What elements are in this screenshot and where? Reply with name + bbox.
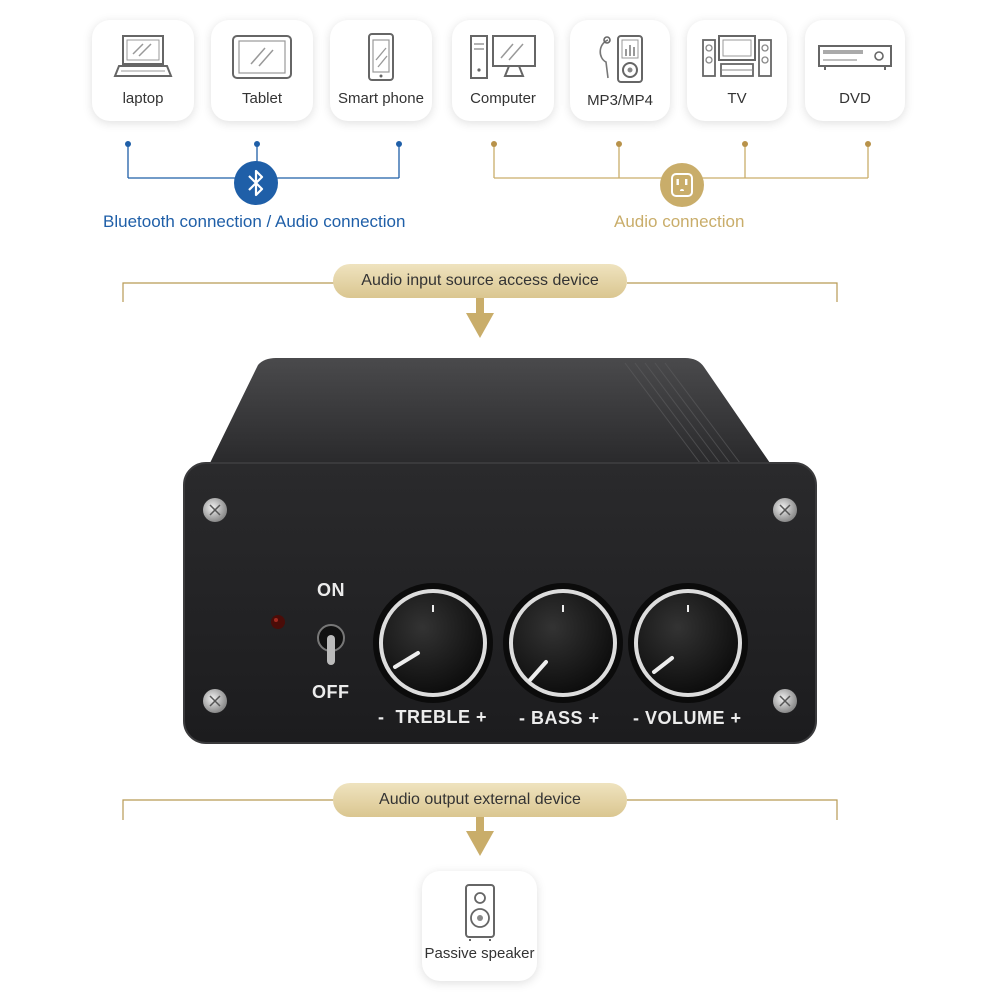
treble-label: - TREBLE + bbox=[378, 707, 488, 727]
speaker-icon bbox=[464, 884, 495, 941]
device-card-smartphone: Smart phone bbox=[330, 20, 432, 121]
device-label: DVD bbox=[839, 90, 871, 107]
device-card-tv: TV bbox=[687, 20, 787, 121]
device-label: TV bbox=[727, 90, 747, 107]
device-card-computer: Computer bbox=[452, 20, 554, 121]
knob-treble bbox=[373, 583, 493, 703]
laptop-icon bbox=[113, 35, 173, 77]
smartphone-icon bbox=[368, 33, 394, 81]
device-label: laptop bbox=[122, 90, 164, 107]
device-card-speaker: Passive speaker bbox=[422, 871, 537, 981]
bluetooth-caption: Bluetooth connection / Audio connection bbox=[103, 212, 406, 231]
switch-on-label: ON bbox=[317, 580, 345, 600]
device-label: Tablet bbox=[241, 90, 283, 107]
switch-off-label: OFF bbox=[312, 682, 350, 702]
tv-icon bbox=[702, 35, 772, 77]
output-connector bbox=[122, 799, 838, 856]
device-card-laptop: laptop bbox=[92, 20, 194, 121]
bluetooth-badge bbox=[234, 161, 278, 205]
dvd-player-icon bbox=[818, 45, 892, 70]
device-card-tablet: Tablet bbox=[211, 20, 313, 121]
knob-bass bbox=[503, 583, 623, 703]
bass-label: - BASS + bbox=[519, 708, 600, 728]
amplifier-device bbox=[183, 358, 817, 744]
audio-caption: Audio connection bbox=[614, 212, 745, 231]
volume-label: - VOLUME + bbox=[633, 708, 742, 728]
device-label: Smart phone bbox=[338, 90, 424, 107]
knob-volume bbox=[628, 583, 748, 703]
speaker-label: Passive speaker bbox=[424, 945, 535, 962]
device-label: Computer bbox=[470, 90, 536, 107]
power-outlet-icon bbox=[671, 173, 693, 197]
screws bbox=[203, 498, 797, 713]
mp3-player-icon bbox=[599, 35, 643, 83]
input-source-pill: Audio input source access device bbox=[333, 264, 627, 298]
device-card-mp3: MP3/MP4 bbox=[570, 20, 670, 121]
device-card-dvd: DVD bbox=[805, 20, 905, 121]
output-device-pill: Audio output external device bbox=[333, 783, 627, 817]
outlet-badge bbox=[660, 163, 704, 207]
tablet-icon bbox=[232, 35, 292, 79]
computer-icon bbox=[470, 35, 536, 79]
device-label: MP3/MP4 bbox=[587, 92, 653, 109]
bluetooth-icon bbox=[248, 169, 264, 197]
